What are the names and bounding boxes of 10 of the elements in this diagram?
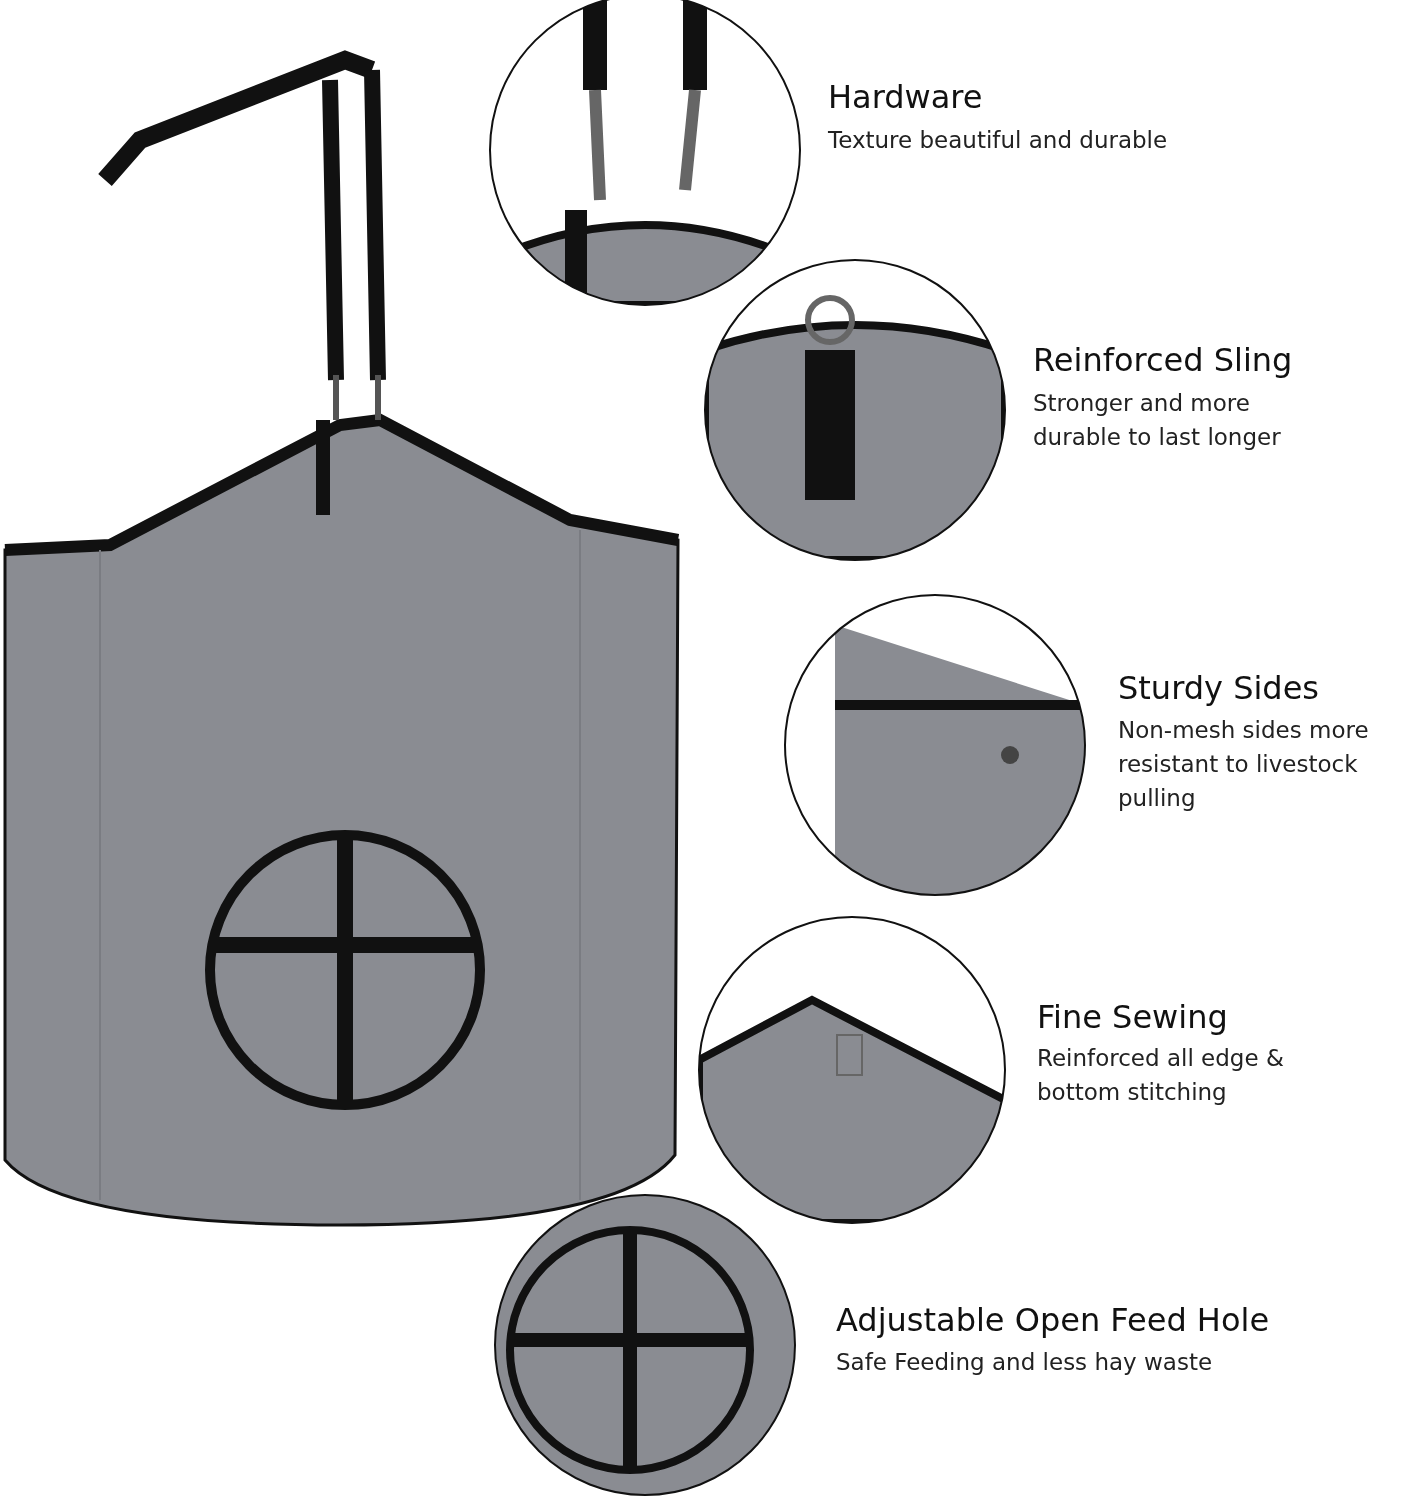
feature-description: Texture beautiful and durable [828,126,1169,155]
feature-description: Non-mesh sides more resistant to livestock pulling [1118,716,1370,813]
feature-heading: Hardware [828,80,984,114]
feature-heading: Sturdy Sides [1118,671,1321,705]
feature-description: Safe Feeding and less hay waste [836,1348,1214,1377]
feature-heading: Reinforced Sling [1033,343,1294,377]
feature-heading: Adjustable Open Feed Hole [836,1303,1271,1337]
feature-heading: Fine Sewing [1037,1000,1229,1034]
feature-description: Reinforced all edge & bottom stitching [1037,1044,1285,1107]
feature-description: Stronger and more durable to last longer [1033,389,1282,452]
